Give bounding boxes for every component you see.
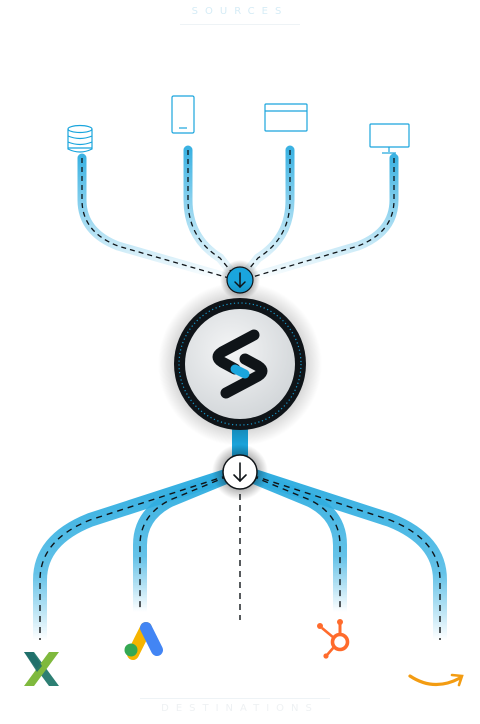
hub-node <box>158 282 322 446</box>
xandr-logo-icon <box>24 652 59 686</box>
google-ads-logo-icon <box>124 622 163 660</box>
hubspot-logo-icon <box>317 619 350 659</box>
source-connectors <box>77 145 399 285</box>
amazon-logo-icon <box>408 673 464 687</box>
source-pipe-desktop <box>237 153 399 285</box>
sources-caption: SOURCES <box>191 6 289 17</box>
mobile-device-icon <box>171 95 195 134</box>
source-pipe-mobile <box>183 145 243 285</box>
segment-style-logo-icon <box>212 329 268 399</box>
desktop-monitor-icon <box>369 123 410 154</box>
database-icon <box>67 124 93 153</box>
caption-divider <box>180 24 300 25</box>
destinations-caption: DESTINATIONS <box>161 703 319 714</box>
source-pipe-database <box>77 153 241 285</box>
browser-window-icon <box>264 103 308 132</box>
arrow-down-icon <box>233 462 247 483</box>
distribute-arrow-node <box>212 444 268 500</box>
caption-divider <box>140 698 330 699</box>
source-pipe-browser <box>235 145 295 285</box>
